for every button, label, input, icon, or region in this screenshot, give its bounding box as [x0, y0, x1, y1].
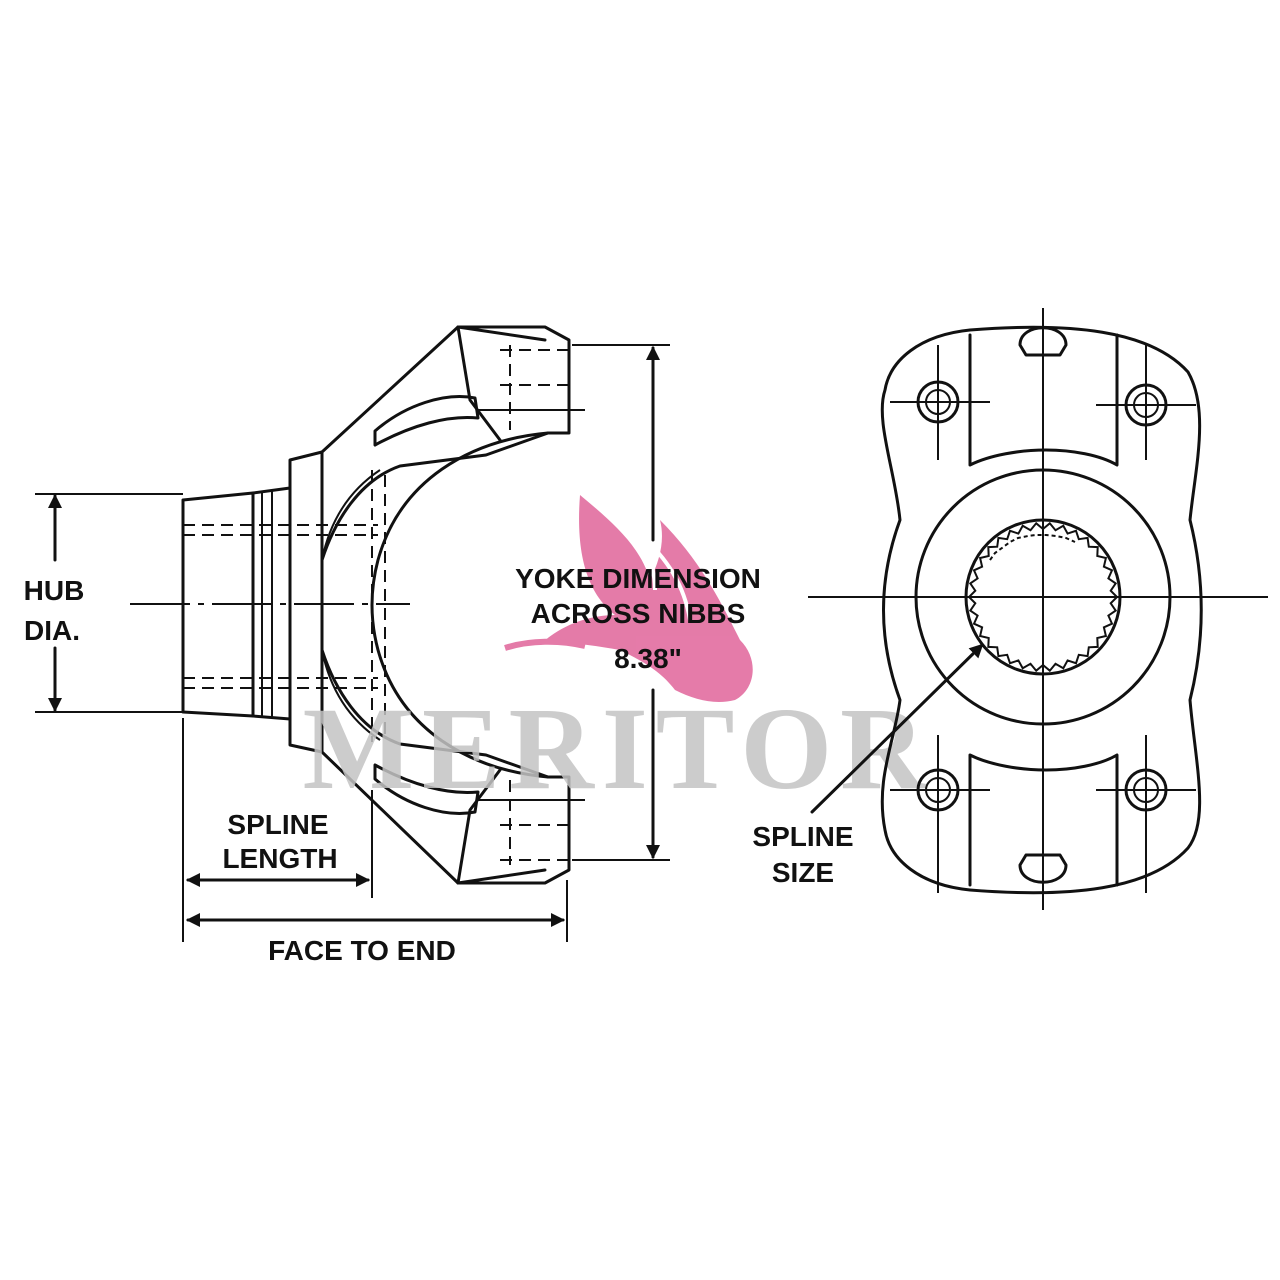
meritor-watermark: MERITOR — [303, 495, 934, 814]
yoke-body — [130, 325, 585, 885]
length-dimensions: SPLINE LENGTH FACE TO END — [182, 718, 568, 966]
hub-dia-label-line2: DIA. — [24, 615, 80, 646]
yoke-dim-value: 8.38" — [614, 643, 682, 674]
yoke-dimension — [572, 344, 670, 861]
face-to-end-label: FACE TO END — [268, 935, 456, 966]
end-view-outline — [880, 325, 1203, 895]
yoke-dimension-labels: YOKE DIMENSION ACROSS NIBBS 8.38" — [515, 563, 761, 674]
hub-dia-label-line1: HUB — [24, 575, 85, 606]
hub-dia-dimension: HUB DIA. — [24, 493, 183, 713]
spline-teeth — [967, 521, 1119, 673]
meritor-brand-text: MERITOR — [303, 683, 934, 814]
hub — [181, 450, 324, 754]
end-view: SPLINE SIZE — [752, 308, 1268, 910]
yoke-dim-label-line1: YOKE DIMENSION — [515, 563, 761, 594]
yoke-dim-label-line2: ACROSS NIBBS — [531, 598, 746, 629]
bull-head-icon — [504, 495, 753, 702]
spline-size-label-line2: SIZE — [772, 857, 834, 888]
side-view: HUB DIA. SPLINE LENGTH FACE TO END — [24, 325, 670, 966]
spline-size-label-line1: SPLINE — [752, 821, 853, 852]
spline-length-label-line1: SPLINE — [227, 809, 328, 840]
spline-length-label-line2: LENGTH — [222, 843, 337, 874]
